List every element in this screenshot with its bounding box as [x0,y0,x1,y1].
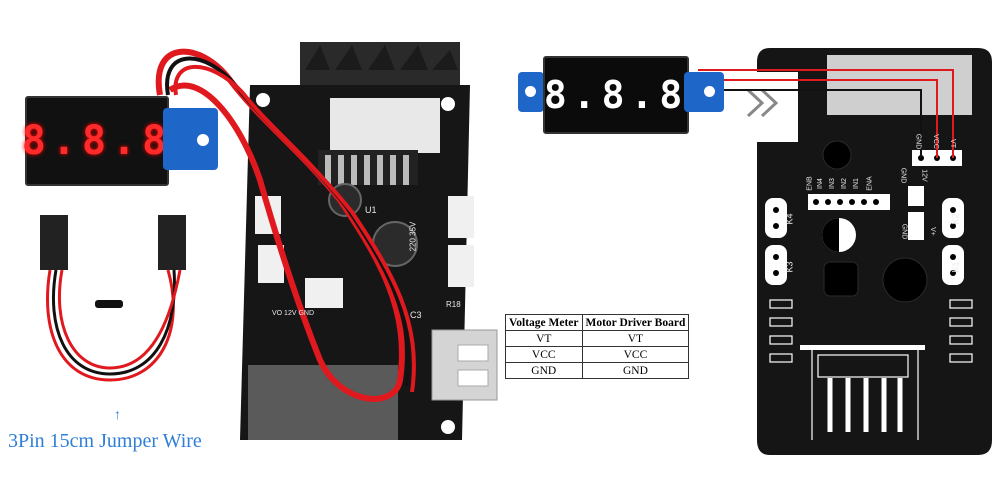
left-meter-digits: 8.8.8 [21,118,173,164]
right-meter-tab-right [684,72,724,112]
right-meter-tab-hole-right [704,86,715,97]
label-k1: K1 [950,261,961,273]
table-header-row: Voltage Meter Motor Driver Board [505,314,690,331]
caption-arrow: ↑ [114,408,121,423]
table-cell: GND [581,362,690,379]
table-row: VT VT [505,330,690,347]
label-vt: VT [948,139,956,148]
label-vplus: V+ [928,227,936,236]
jumper-caption: 3Pin 15cm Jumper Wire [8,430,202,452]
label-12v: 12V [920,169,928,182]
label-in-4: IN4 [816,178,824,189]
label-ena: ENA [866,176,874,191]
label-in-enb: ENB [806,176,814,191]
silk-vo-row: VO 12V GND [272,310,315,317]
real-driver-board-photo [155,42,498,440]
label-in-1: IN1 [852,178,860,189]
table-header-meter: Voltage Meter [505,314,583,331]
label-k2: K2 [950,213,961,225]
left-meter-tab-hole [197,134,209,146]
table-cell: VCC [581,346,690,363]
table-header-board: Motor Driver Board [581,314,690,331]
schematic-pcb [757,48,992,455]
table-cell: VT [505,330,583,347]
table-cell: GND [505,362,583,379]
label-in-3: IN3 [828,178,836,189]
silk-u1: U1 [365,205,377,215]
label-gnd3: GND [914,133,922,150]
label-gnd: GND [899,167,907,184]
left-meter-tab [163,108,218,170]
table-row: GND GND [505,362,690,379]
right-meter-digits: 8.8.8 [543,73,689,117]
label-vcc: VCC [931,134,939,149]
connection-table: Voltage Meter Motor Driver Board VT VT V… [505,314,690,379]
usb-port [431,329,498,401]
right-meter-tab-left [518,72,544,112]
silk-r18: R18 [446,300,461,309]
table-cell: VT [581,330,690,347]
schematic-board [698,48,992,455]
right-meter-tab-hole-left [525,86,536,97]
table-row: VCC VCC [505,346,690,363]
silk-cap-text: 220 35V [408,221,418,252]
left-voltage-meter: 8.8.8 [21,96,173,186]
silk-c3: C3 [410,310,422,320]
label-gnd2: GND [900,223,908,240]
right-voltage-meter: 8.8.8 [543,56,689,134]
label-in-2: IN2 [840,178,848,189]
table-cell: VCC [505,346,583,363]
jumper-wire [40,215,186,382]
label-k4: K4 [784,213,795,225]
label-k3: K3 [784,261,795,273]
